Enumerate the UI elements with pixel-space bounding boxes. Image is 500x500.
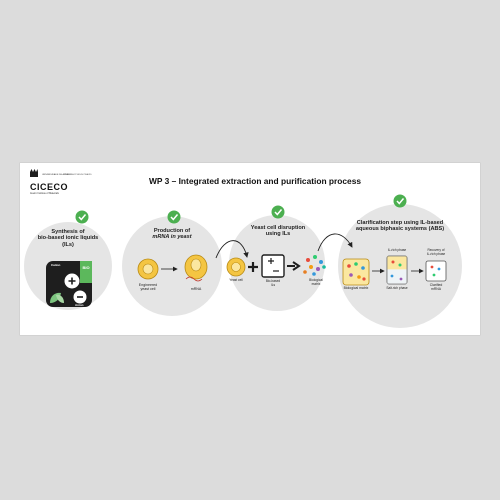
biological-matrix-label-line: matrix — [311, 281, 321, 286]
page-title: WP 3 – Integrated extraction and purific… — [148, 176, 362, 186]
engineered-yeast-cell — [137, 258, 159, 280]
university-name: UNIVERSIDADE DE AVEIRO — [42, 174, 71, 176]
lab-subtitle: Aveiro Institute of Materials — [30, 192, 59, 195]
step-1-title-line: bio-based ionic liquids — [37, 235, 99, 242]
salt-rich-phase-label: Salt-rich phase — [386, 286, 408, 290]
il-rich-phase-label: IL-rich phase — [387, 248, 407, 252]
step-3-title-line: using ILs — [265, 231, 291, 238]
step-4-title: Clarification step using IL-based aqueou… — [342, 220, 458, 233]
biological-matrix-scatter — [303, 255, 326, 276]
step-4-title-line: Clarification step using IL-based — [356, 220, 444, 226]
arrow-right-icon — [287, 261, 301, 271]
test-tube-icon — [425, 260, 447, 282]
step-4-title-line: aqueous biphasic systems (ABS) — [355, 226, 445, 233]
mrna-yeast-cell — [184, 254, 208, 282]
biological-matrix-label-line: Biological — [309, 278, 323, 282]
diagram-card: UNIVERSIDADE DE AVEIRO THEORIA POIESIS P… — [20, 163, 480, 335]
step-2-title: Production of mRNA in yeast — [130, 228, 214, 241]
recovery-label-line: Recovery of — [427, 248, 445, 252]
biological-matrix-label: Biological matrix — [302, 278, 330, 286]
lab-logo: CICECO — [30, 182, 69, 192]
diagram-canvas — [24, 169, 462, 328]
step-1-title-line: Synthesis of — [51, 229, 85, 235]
bio-based-il-label-line: ILs — [270, 282, 276, 287]
curved-arrow-icon — [215, 240, 249, 259]
bio-based-il-label: Bio-based ILs — [260, 279, 286, 287]
step-2-title-line: Production of — [153, 228, 191, 234]
step-1-title-line: (ILs) — [62, 241, 74, 248]
engineered-yeast-label-line: yeast cell — [140, 287, 156, 292]
biological-matrix-vessel-label: Biological matrix — [343, 286, 369, 290]
bio-badge — [80, 261, 92, 283]
step-2-background — [122, 216, 222, 316]
engineered-yeast-label-line: Engineered — [138, 283, 158, 287]
yeast-cell — [226, 257, 246, 277]
check-badge-icon — [75, 210, 89, 224]
clarified-mrna-label-line: Clarified — [429, 283, 443, 287]
bio-based-il-box — [261, 254, 285, 278]
engineered-yeast-label: Engineered yeast cell — [128, 283, 168, 291]
mrna-label: mRNA — [190, 287, 202, 291]
yeast-cell-label: Yeast cell — [229, 278, 243, 282]
university-tagline: THEORIA POIESIS PRAXIS — [64, 174, 92, 176]
check-badge-icon — [393, 194, 407, 208]
step-3-title-line: Yeast cell disruption — [250, 225, 306, 231]
step-2-title-line: mRNA in yeast — [152, 234, 192, 241]
recovery-label-line: IL-rich phase — [426, 251, 446, 256]
university-logo — [30, 169, 38, 177]
bio-badge-label: BIO — [82, 265, 90, 270]
plus-icon — [248, 262, 258, 272]
step-1-title: Synthesis of bio-based ionic liquids (IL… — [24, 229, 112, 248]
anion-label: Anion — [75, 303, 84, 307]
clarified-mrna-label: Clarified mRNA — [422, 283, 450, 292]
clarified-mrna-label-line: mRNA — [431, 286, 441, 291]
test-tube-icon — [386, 255, 408, 285]
recovery-label: Recovery of IL-rich phase — [420, 248, 452, 256]
curved-arrow-icon — [317, 233, 353, 252]
bio-based-il-label-line: Bio-based — [265, 279, 281, 283]
flask-icon — [342, 258, 370, 286]
step-3-title: Yeast cell disruption using ILs — [234, 225, 322, 238]
cation-label: Cation — [51, 263, 61, 267]
check-badge-icon — [271, 205, 285, 219]
check-badge-icon — [167, 210, 181, 224]
leaf-icon — [56, 294, 64, 303]
